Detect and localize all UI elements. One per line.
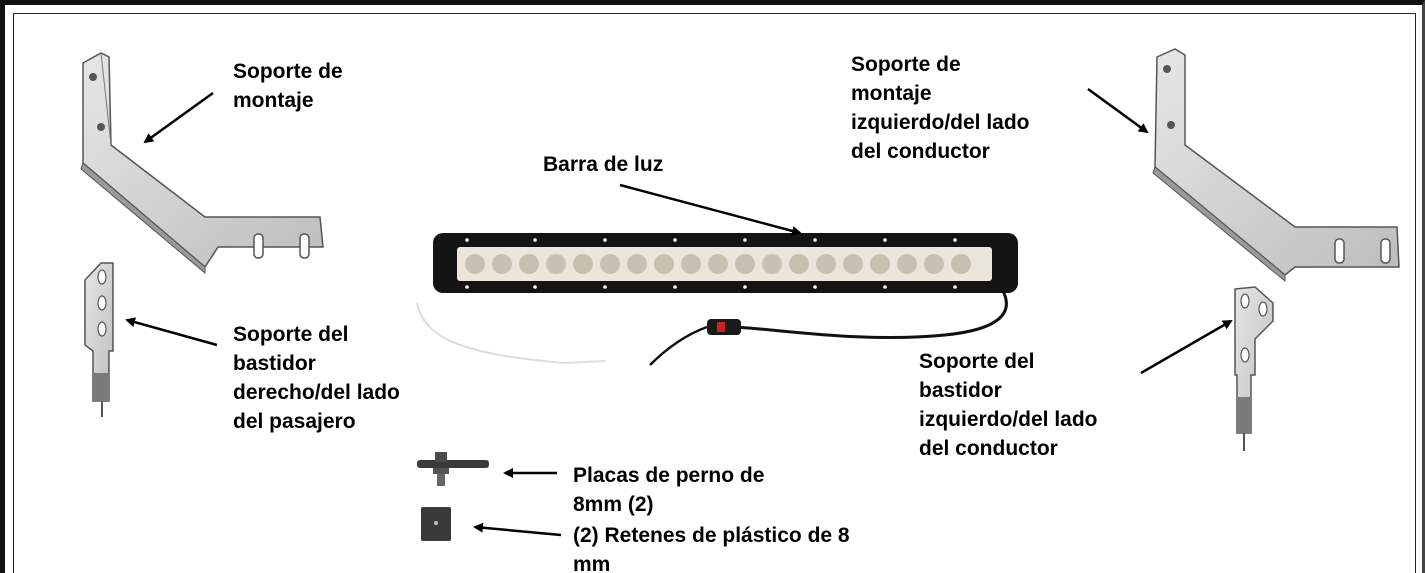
light-bar-image <box>416 233 1018 366</box>
parts-illustration <box>80 48 1400 541</box>
frame-bracket-right-image <box>84 262 114 417</box>
bolt-plate-image <box>417 452 489 486</box>
inner-border <box>13 13 1416 573</box>
arrow-mounting-bracket-right <box>143 91 214 144</box>
arrow-light-bar <box>619 183 802 236</box>
arrow-frame-bracket-right <box>125 317 218 347</box>
label-bolt-plates: Placas de perno de 8mm (2) <box>573 464 765 516</box>
arrow-plastic-retainers <box>473 522 562 537</box>
arrow-frame-bracket-left <box>1140 319 1233 375</box>
mounting-bracket-left-image <box>1152 48 1400 283</box>
label-plastic-retainers: (2) Retenes de plástico de 8 mm <box>573 524 850 573</box>
frame-bracket-left-image <box>1234 286 1274 451</box>
label-mounting-bracket-right: Soporte de montaje <box>233 60 343 112</box>
plastic-retainer-image <box>421 507 451 541</box>
label-mounting-bracket-left: Soporte de montaje izquierdo/del lado de… <box>851 53 1030 163</box>
arrow-mounting-bracket-left <box>1087 87 1149 134</box>
mounting-bracket-right-image <box>80 52 324 275</box>
label-frame-bracket-right: Soporte del bastidor derecho/del lado de… <box>233 323 400 433</box>
callout-arrows <box>125 87 1233 537</box>
label-light-bar: Barra de luz <box>543 153 664 176</box>
label-frame-bracket-left: Soporte del bastidor izquierdo/del lado … <box>919 350 1098 460</box>
